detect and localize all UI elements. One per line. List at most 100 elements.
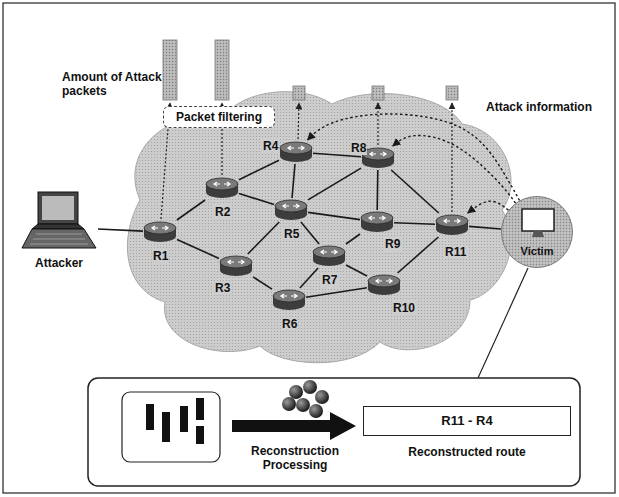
router-arrows: [376, 279, 392, 283]
router-node: R1: [143, 220, 177, 244]
router-node: R9: [360, 210, 394, 234]
router-arrows: [288, 146, 304, 150]
router-node: R5: [274, 198, 308, 222]
label-holder: Amount of Attack packets: [62, 70, 162, 98]
network-link: [300, 268, 318, 288]
packet-mark: [162, 412, 170, 442]
router-top: [144, 222, 176, 234]
network-link: [301, 222, 319, 244]
packet-mark: [196, 398, 204, 420]
router-top: [436, 215, 468, 227]
attacker-label: Attacker: [20, 256, 98, 270]
network-link: [376, 170, 378, 210]
laptop-icon: [20, 184, 98, 256]
router-arrows: [444, 219, 460, 223]
network-link: [308, 212, 360, 219]
router-label: R5: [283, 227, 300, 241]
reconstruction-panel: [88, 378, 580, 486]
network-link: [469, 226, 501, 229]
router-icon: [205, 176, 239, 200]
router-label: R11: [444, 245, 467, 259]
filter-label: Packet filtering: [176, 110, 262, 124]
attack-bar: [372, 86, 384, 100]
network-link: [292, 164, 295, 198]
monitor-icon: [520, 207, 556, 239]
attack-bar: [446, 86, 458, 100]
router-icon: [435, 213, 469, 237]
router-node: R3: [219, 254, 253, 278]
router-label: R9: [384, 237, 401, 251]
laptop-base: [22, 229, 96, 248]
network-link: [394, 223, 435, 225]
router-icon: [143, 220, 177, 244]
callout-label: Attack information: [486, 100, 592, 114]
route-frame: R11 - R4: [363, 406, 571, 436]
router-icon: [360, 210, 394, 234]
packet-mark: [146, 404, 154, 430]
router-top: [275, 200, 307, 212]
route-box: R11 - R4 Reconstructed route: [363, 406, 571, 459]
router-icon: [367, 273, 401, 297]
network-link: [239, 160, 279, 179]
route-caption: Reconstructed route: [363, 445, 571, 459]
network-link: [98, 229, 143, 231]
laptop-display: [42, 196, 74, 220]
router-label: R6: [281, 317, 298, 331]
frame: [3, 3, 615, 493]
filter-box: Packet filtering: [163, 106, 275, 128]
axis-label: Amount of Attack packets: [62, 70, 162, 98]
attack-info-arrow: [308, 114, 520, 201]
router-icon: [272, 288, 306, 312]
network-link: [398, 237, 439, 273]
router-label: R7: [321, 273, 338, 287]
router-arrows: [369, 216, 385, 220]
label-holder: Attack information: [486, 100, 592, 114]
attack-bar: [293, 86, 305, 100]
process-arrow: [232, 412, 356, 440]
router-node: R6: [272, 288, 306, 312]
router-arrows: [370, 152, 386, 156]
network-link: [346, 234, 360, 244]
router-node: R4: [279, 140, 313, 164]
router-icon: [279, 140, 313, 164]
process-ball: [289, 385, 303, 399]
router-top: [313, 246, 345, 258]
network-cloud: [127, 92, 511, 363]
victim-host: Victim: [501, 196, 573, 268]
attack-info-arrow: [393, 135, 516, 203]
process-ball: [309, 404, 323, 418]
attacker-laptop: Attacker: [20, 184, 98, 270]
router-arrows: [152, 226, 168, 230]
packet-icon: [122, 392, 220, 462]
router-arrows: [321, 250, 337, 254]
router-top: [206, 178, 238, 190]
network-link: [248, 222, 279, 254]
route-text: R11 - R4: [372, 413, 562, 429]
attack-info-arrow: [468, 201, 509, 213]
network-link: [239, 193, 274, 204]
network-link: [253, 277, 272, 289]
process-label: Reconstruction Processing: [235, 444, 355, 472]
router-icon: [219, 254, 253, 278]
process-ball: [315, 390, 329, 404]
router-icon: [274, 198, 308, 222]
router-label: R10: [392, 301, 416, 315]
router-label: R8: [350, 141, 367, 155]
network-link: [177, 240, 219, 259]
router-arrows: [228, 260, 244, 264]
router-label: R1: [152, 249, 169, 263]
router-node: R10: [367, 273, 401, 297]
packet-mark: [196, 426, 204, 444]
count-arrow: [298, 103, 299, 139]
router-label: R4: [262, 139, 279, 153]
router-node: R7: [312, 244, 346, 268]
network-link: [391, 170, 438, 213]
network-link: [346, 265, 367, 276]
count-arrow: [451, 103, 452, 212]
router-arrows: [214, 182, 230, 186]
network-link: [177, 200, 205, 220]
monitor-stand: [532, 231, 544, 237]
laptop-keys: [30, 234, 88, 244]
router-top: [361, 212, 393, 224]
router-label: R2: [214, 205, 231, 219]
